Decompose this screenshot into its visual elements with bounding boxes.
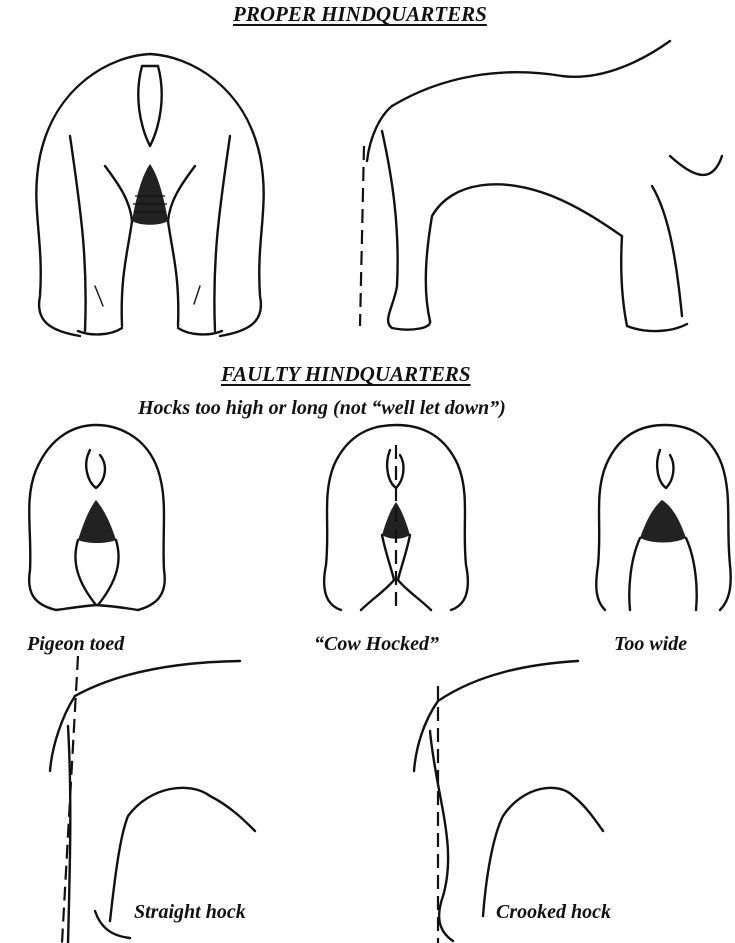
crooked-hock-caption: Crooked hock: [496, 901, 611, 924]
proper-hindquarters-heading: PROPER HINDQUARTERS: [233, 2, 487, 27]
straight-hock-side-illustration: [40, 656, 300, 943]
proper-side-view-illustration: [352, 36, 732, 338]
straight-hock-caption: Straight hock: [134, 901, 246, 924]
cow-hocked-caption: “Cow Hocked”: [314, 633, 439, 656]
pigeon-toed-rear-illustration: [16, 420, 178, 615]
crooked-hock-side-illustration: [408, 656, 638, 943]
proper-rear-view-illustration: [10, 36, 290, 338]
cow-hocked-rear-illustration: [316, 420, 476, 615]
faulty-subheading: Hocks too high or long (not “well let do…: [138, 397, 506, 420]
too-wide-caption: Too wide: [614, 633, 687, 656]
pigeon-toed-caption: Pigeon toed: [27, 633, 124, 656]
too-wide-rear-illustration: [590, 420, 735, 615]
faulty-hindquarters-heading: FAULTY HINDQUARTERS: [221, 362, 471, 387]
